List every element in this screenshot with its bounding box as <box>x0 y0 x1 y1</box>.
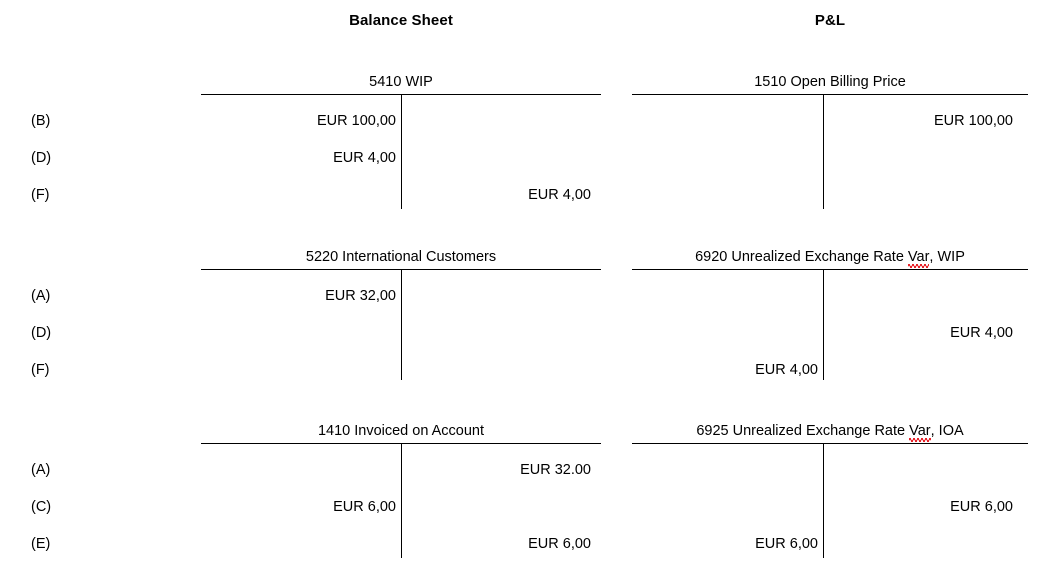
t-account-title: 6920 Unrealized Exchange Rate Var, WIP <box>632 248 1028 268</box>
t-account-center-divider <box>823 443 824 558</box>
spell-check-error-word: Var <box>907 249 930 268</box>
column-header-balance-sheet: Balance Sheet <box>349 12 453 29</box>
credit-amount-row2: EUR 4,00 <box>950 325 1013 341</box>
txn-label-block1-row2: (D) <box>31 150 52 166</box>
t-account-top-rule <box>632 269 1028 270</box>
txn-label-block2-row1: (A) <box>31 288 51 304</box>
t-account-center-divider <box>401 269 402 380</box>
debit-amount-row2: EUR 4,00 <box>333 150 396 166</box>
t-account-top-rule <box>632 94 1028 95</box>
t-account-center-divider <box>401 443 402 558</box>
t-account-title-prefix: 6925 Unrealized Exchange Rate <box>696 423 910 439</box>
t-account-title-suffix: , IOA <box>930 423 964 439</box>
t-account-title: 1510 Open Billing Price <box>632 73 1028 91</box>
spell-check-error-word: Var <box>909 423 931 442</box>
credit-amount-row3: EUR 4,00 <box>528 187 591 203</box>
debit-amount-row3: EUR 6,00 <box>755 536 818 552</box>
t-account-title-text: 1510 Open Billing Price <box>754 74 906 90</box>
txn-label-block3-row3: (E) <box>31 536 51 552</box>
debit-amount-row3: EUR 4,00 <box>755 362 818 378</box>
debit-amount-row1: EUR 32,00 <box>325 288 396 304</box>
credit-amount-row3: EUR 6,00 <box>528 536 591 552</box>
txn-label-block3-row1: (A) <box>31 462 51 478</box>
debit-amount-row2: EUR 6,00 <box>333 499 396 515</box>
t-account-title: 5220 International Customers <box>201 248 601 266</box>
column-header-profit-and-loss: P&L <box>814 12 846 29</box>
t-account-center-divider <box>823 94 824 209</box>
txn-label-block3-row2: (C) <box>31 499 52 515</box>
t-account-title-prefix: 6920 Unrealized Exchange Rate <box>695 249 908 265</box>
t-account-title: 1410 Invoiced on Account <box>201 422 601 440</box>
t-account-center-divider <box>823 269 824 380</box>
t-account-center-divider <box>401 94 402 209</box>
debit-amount-row1: EUR 100,00 <box>317 113 396 129</box>
credit-amount-row1: EUR 100,00 <box>934 113 1013 129</box>
t-account-title-text: 5220 International Customers <box>305 249 497 265</box>
t-account-title-text: 1410 Invoiced on Account <box>317 423 485 439</box>
txn-label-block1-row3: (F) <box>31 187 50 203</box>
t-account-title-text: 5410 WIP <box>369 74 433 90</box>
txn-label-block2-row3: (F) <box>31 362 50 378</box>
t-account-title: 6925 Unrealized Exchange Rate Var, IOA <box>632 422 1028 442</box>
t-account-top-rule <box>632 443 1028 444</box>
t-account-title-suffix: , WIP <box>929 249 965 265</box>
txn-label-block1-row1: (B) <box>31 113 51 129</box>
t-account-title: 5410 WIP <box>201 73 601 91</box>
credit-amount-row2: EUR 6,00 <box>950 499 1013 515</box>
txn-label-block2-row2: (D) <box>31 325 52 341</box>
credit-amount-row1: EUR 32.00 <box>520 462 591 478</box>
